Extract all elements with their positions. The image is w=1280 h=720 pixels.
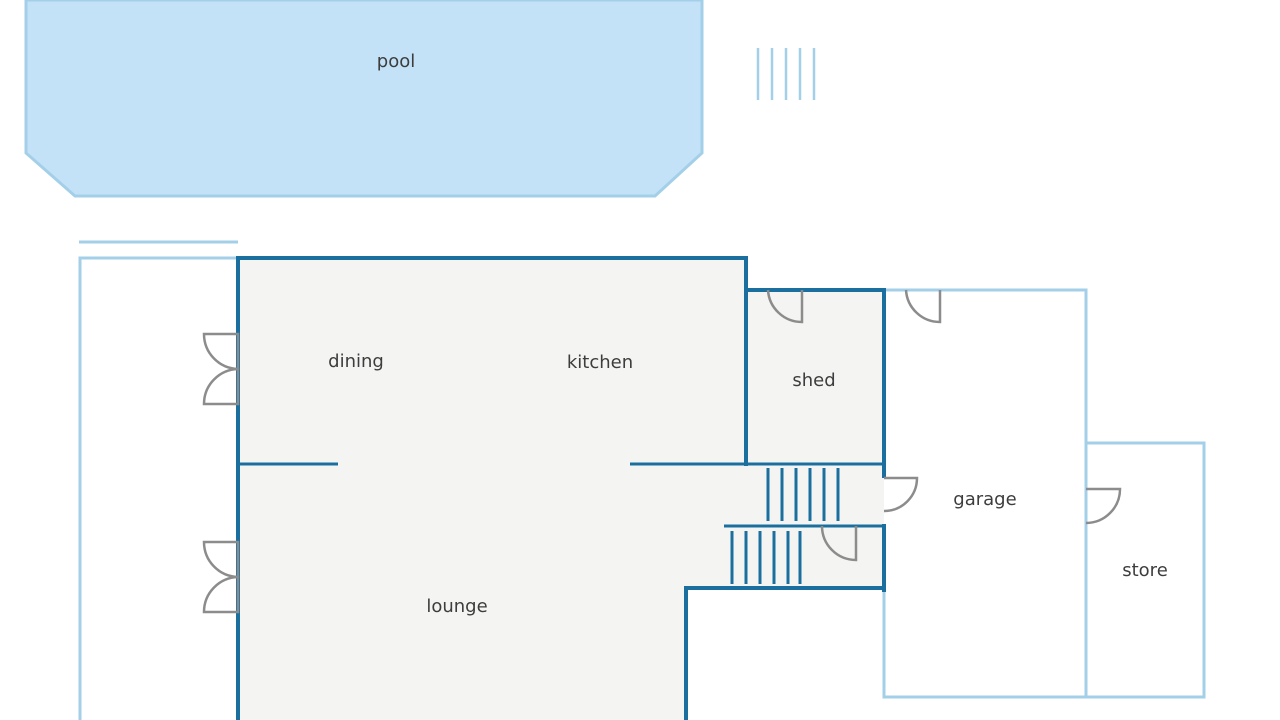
store-outline	[1086, 441, 1206, 699]
label-pool: pool	[377, 51, 415, 72]
label-kitchen: kitchen	[567, 352, 633, 373]
interior-stairs	[730, 468, 840, 584]
label-shed: shed	[792, 370, 835, 391]
door-lounge-double	[202, 540, 240, 614]
label-dining: dining	[328, 351, 384, 372]
house-walls	[236, 256, 886, 720]
door-store	[1085, 487, 1122, 525]
pool-steps	[756, 48, 816, 100]
door-stair-landing	[820, 525, 858, 562]
door-shed	[766, 289, 804, 324]
terrace-outline	[78, 240, 238, 720]
label-lounge: lounge	[426, 596, 487, 617]
pool-area	[24, 0, 704, 198]
house-interior	[238, 258, 884, 720]
door-garage-side	[883, 476, 919, 513]
door-garage-top	[904, 289, 942, 324]
label-garage: garage	[953, 489, 1016, 510]
label-store: store	[1122, 560, 1168, 581]
door-dining-double	[202, 332, 240, 406]
